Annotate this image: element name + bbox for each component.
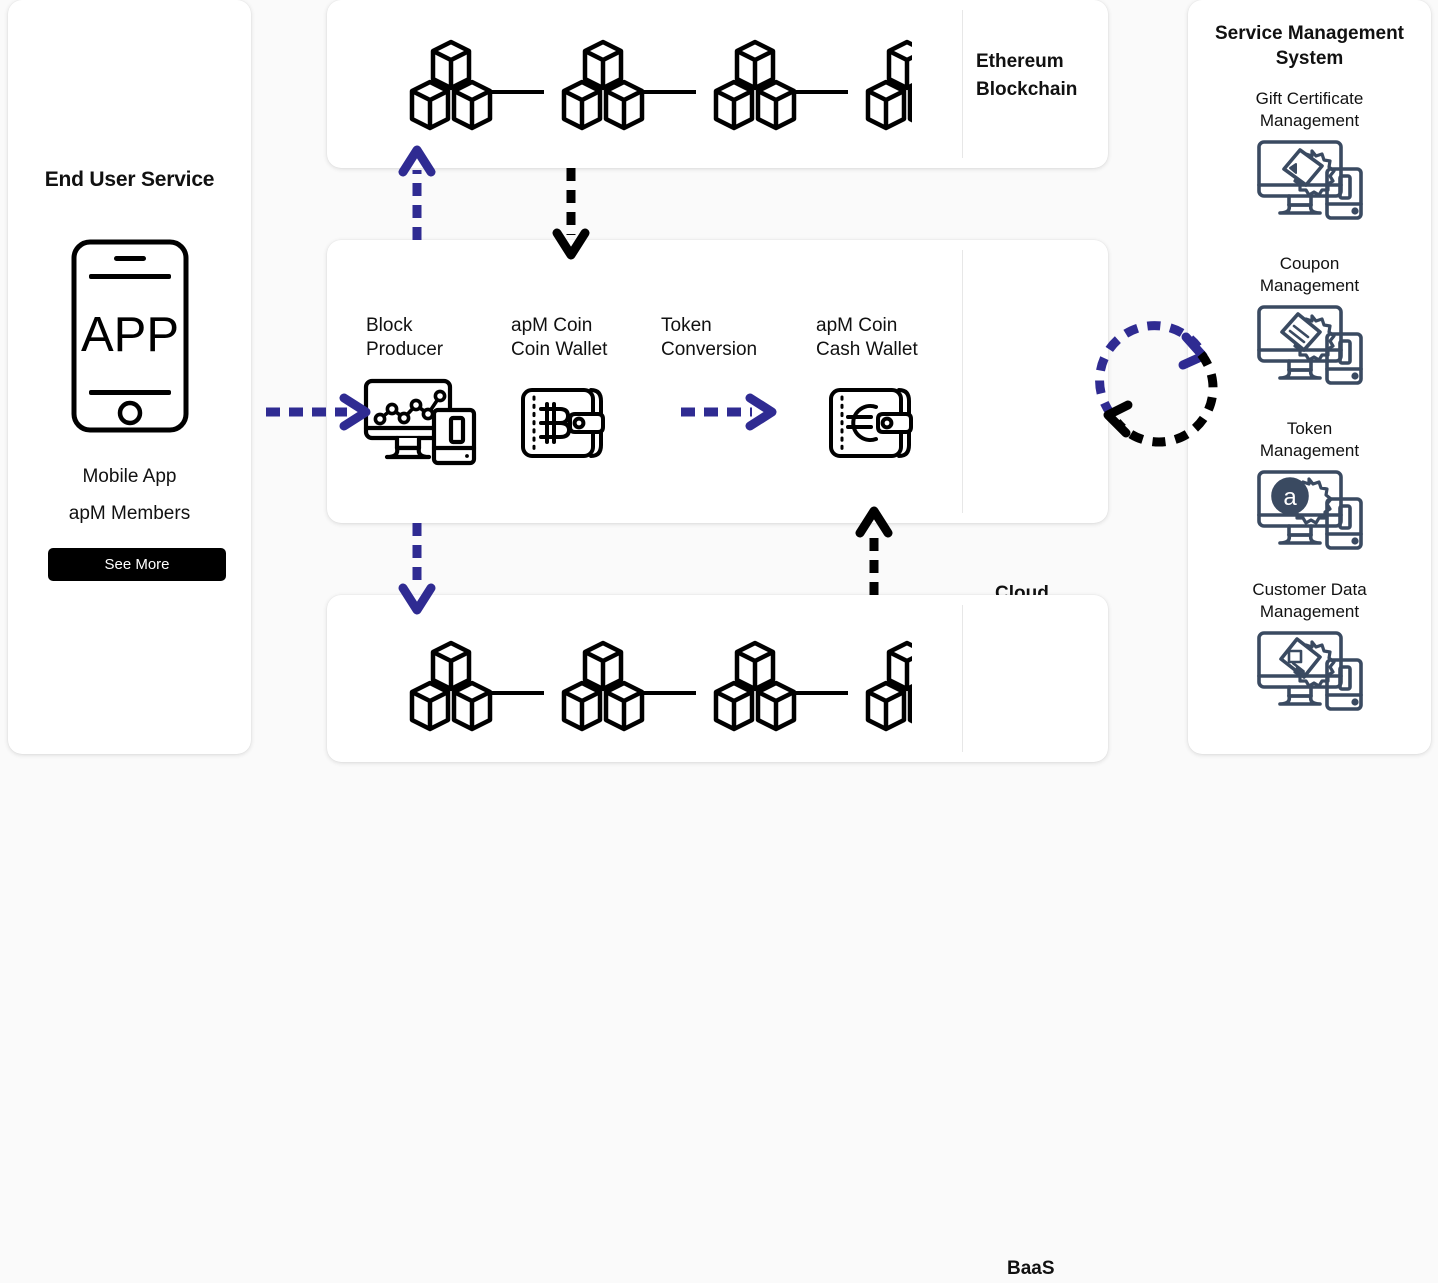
baas-chain-graphic [372, 633, 949, 738]
coin-wallet-label: apM Coin Coin Wallet [511, 315, 608, 361]
sms-item-label: Gift Certificate Management [1255, 89, 1364, 130]
see-more-button[interactable]: See More [48, 548, 226, 581]
euro-wallet-icon [827, 385, 919, 466]
ethereum-blockchain-panel: Ethereum Blockchain [327, 0, 1108, 168]
sms-item-label: Token Management [1259, 419, 1360, 460]
phone-screen-app-text: APP [81, 308, 179, 362]
sms-item-coupon[interactable]: Coupon Management [1198, 253, 1421, 386]
panel-divider [962, 605, 963, 752]
panel-divider [962, 250, 963, 513]
service-management-title: Service Management System [1214, 23, 1405, 69]
block-producer-label: Block Producer [366, 315, 444, 361]
end-user-service-title: End User Service [44, 168, 215, 191]
token-a-monitor-icon: a [1198, 469, 1421, 551]
sms-item-label: Coupon Management [1259, 254, 1360, 295]
panel-divider [962, 10, 963, 158]
svg-text:a: a [1283, 484, 1297, 511]
gift-certificate-monitor-icon [1198, 139, 1421, 221]
end-user-service-panel: End User Service APP Mobile App apM Memb… [8, 0, 251, 754]
ethereum-blockchain-label: Ethereum Blockchain [976, 51, 1078, 100]
customer-data-monitor-icon [1198, 630, 1421, 712]
coupon-monitor-icon [1198, 304, 1421, 386]
arrow-baas-to-cloud [855, 506, 893, 595]
sms-item-label: Customer Data Management [1252, 580, 1367, 621]
cash-wallet-label: apM Coin Cash Wallet [816, 315, 918, 361]
mobile-app-label: Mobile App [82, 466, 177, 487]
service-management-system-panel: Service Management System Gift Certifica… [1188, 0, 1431, 754]
ethereum-chain-graphic [372, 32, 949, 137]
mobile-phone-icon: APP [70, 238, 190, 439]
sms-item-customer-data[interactable]: Customer Data Management [1198, 579, 1421, 712]
monitor-chart-icon [363, 378, 479, 471]
token-conversion-label: Token Conversion [661, 315, 758, 361]
baas-label: BaaS [1007, 1258, 1055, 1279]
sms-item-gift-certificate[interactable]: Gift Certificate Management [1198, 88, 1421, 221]
baas-panel: BaaS [327, 595, 1108, 1279]
bitcoin-wallet-icon [519, 385, 611, 466]
sms-item-token[interactable]: Token Management a [1198, 418, 1421, 551]
apm-members-label: apM Members [68, 503, 191, 524]
diagram-canvas: End User Service APP Mobile App apM Memb… [8, 0, 1431, 1279]
